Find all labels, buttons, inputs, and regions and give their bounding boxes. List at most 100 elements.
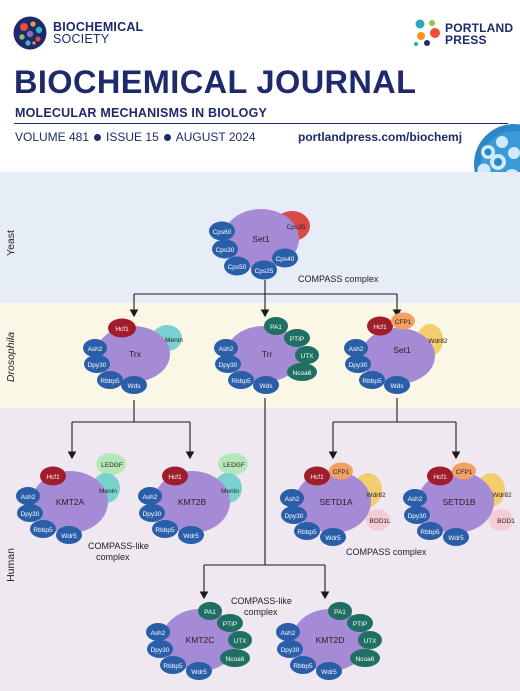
dpy30-label: Dpy30 bbox=[281, 647, 300, 654]
ledgf-label: LEDGF bbox=[101, 462, 123, 469]
trx-core bbox=[96, 326, 170, 382]
ash2-subunit bbox=[280, 489, 304, 507]
dpy30-subunit bbox=[277, 640, 303, 658]
ash2-label: Ash2 bbox=[285, 496, 300, 503]
cps40-subunit bbox=[272, 248, 298, 268]
wdr5-label: Wdr5 bbox=[61, 533, 77, 540]
ash2-subunit bbox=[403, 489, 427, 507]
drosophila-set1-complex: Set1 Hcf1 CFP1 Ash2 Wdr82 Dpy30 Rbbp5 Wd… bbox=[344, 312, 448, 394]
pa1-label: PA1 bbox=[204, 609, 216, 616]
date-label: AUGUST 2024 bbox=[175, 130, 256, 144]
header-divider bbox=[14, 123, 508, 124]
rbbp5-subunit bbox=[359, 371, 385, 389]
trr-core bbox=[226, 326, 302, 382]
kmt2d-core-label: KMT2D bbox=[316, 635, 345, 645]
rbbp5-subunit bbox=[97, 371, 123, 389]
dpy30-subunit bbox=[17, 504, 43, 522]
setd1b-core-label: SETD1B bbox=[442, 497, 475, 507]
cover-header: BIOCHEMICAL SOCIETY PORTLAND PRESS BIOCH… bbox=[0, 0, 520, 204]
set1-core-label: Set1 bbox=[393, 345, 411, 355]
wds-label: Wds bbox=[391, 383, 405, 390]
rbbp5-subunit bbox=[160, 656, 186, 674]
cps60-subunit bbox=[209, 221, 235, 241]
ash2-subunit bbox=[83, 339, 107, 357]
trx-core-label: Trx bbox=[129, 349, 142, 359]
rbbp5-label: Rbbp5 bbox=[163, 663, 183, 670]
drosophila-label: Drosophila bbox=[5, 332, 17, 382]
menin-label: Menin bbox=[221, 488, 239, 495]
ncoa6-label: Ncoa6 bbox=[356, 656, 375, 663]
ptip-label: PTIP bbox=[223, 621, 237, 628]
wdr5-subunit bbox=[320, 528, 346, 546]
press-name-line1: PORTLAND bbox=[445, 21, 514, 35]
cfp1-subunit bbox=[329, 462, 353, 480]
drosophila-trr-complex: Trr PA1 PTIP Ash2 UTX Dpy30 Rbbp5 Ncoa6 … bbox=[214, 317, 319, 394]
journal-subtitle: MOLECULAR MECHANISMS IN BIOLOGY bbox=[15, 106, 268, 120]
utx-subunit bbox=[358, 631, 382, 649]
press-logo-text: PORTLAND PRESS bbox=[445, 22, 513, 46]
yeast-compass-caption: COMPASS complex bbox=[298, 274, 379, 284]
cps25-label: Cps25 bbox=[255, 268, 274, 275]
ash2-subunit bbox=[276, 623, 300, 641]
ptip-subunit bbox=[347, 614, 373, 632]
utx-subunit bbox=[228, 631, 252, 649]
cps35-label: Cps35 bbox=[287, 224, 306, 231]
dpy30-label: Dpy30 bbox=[219, 362, 238, 369]
utx-label: UTX bbox=[234, 638, 248, 645]
ledgf-subunit bbox=[218, 453, 248, 475]
ncoa6-subunit bbox=[220, 649, 250, 667]
wds-subunit bbox=[121, 376, 147, 394]
wdr82-label: Wdr82 bbox=[428, 338, 448, 345]
ash2-label: Ash2 bbox=[151, 630, 166, 637]
bod1l-subunit bbox=[366, 509, 390, 531]
ash2-label: Ash2 bbox=[219, 346, 234, 353]
compass-like-caption-line1: COMPASS-like bbox=[88, 541, 149, 551]
bod1-label: BOD1 bbox=[497, 518, 515, 525]
issue-label: ISSUE 15 bbox=[106, 130, 159, 144]
cfp1-label: CFP1 bbox=[395, 319, 412, 326]
kmt2a-core-label: KMT2A bbox=[56, 497, 85, 507]
dpy30-label: Dpy30 bbox=[408, 513, 427, 520]
utx-label: UTX bbox=[301, 353, 315, 360]
ash2-subunit bbox=[146, 623, 170, 641]
wdr5-subunit bbox=[443, 528, 469, 546]
setd1a-core-label: SETD1A bbox=[319, 497, 352, 507]
rbbp5-subunit bbox=[152, 520, 178, 538]
ncoa6-label: Ncoa6 bbox=[293, 370, 312, 377]
hcf1-subunit bbox=[367, 316, 393, 336]
wds-label: Wds bbox=[128, 383, 142, 390]
ash2-label: Ash2 bbox=[88, 346, 103, 353]
bod1l-label: BOD1L bbox=[369, 518, 391, 525]
human-kmt2a-complex: KMT2A Hcf1 LEDGF Ash2 Menin Dpy30 Rbbp5 … bbox=[16, 453, 126, 544]
cps50-subunit bbox=[224, 256, 250, 276]
yeast-label: Yeast bbox=[5, 230, 17, 256]
dpy30-subunit bbox=[139, 504, 165, 522]
cps50-label: Cps50 bbox=[228, 264, 247, 271]
rbbp5-label: Rbbp5 bbox=[100, 378, 120, 385]
ledgf-subunit bbox=[96, 453, 126, 475]
pa1-subunit bbox=[264, 317, 288, 335]
hcf1-subunit bbox=[427, 466, 453, 486]
hcf1-label: Hcf1 bbox=[168, 474, 182, 481]
wdr5-label: Wdr5 bbox=[325, 535, 341, 542]
ash2-subunit bbox=[344, 339, 368, 357]
hcf1-label: Hcf1 bbox=[310, 474, 324, 481]
hcf1-label: Hcf1 bbox=[115, 326, 129, 333]
drosophila-trx-complex: Trx Hcf1 Ash2 Dpy30 Rbbp5 Wds Menin bbox=[83, 318, 183, 394]
ledgf-label: LEDGF bbox=[223, 462, 245, 469]
cfp1-label: CFP1 bbox=[333, 469, 350, 476]
kmt2b-core bbox=[154, 471, 230, 533]
human-setd1b-complex: SETD1B Hcf1 CFP1 Ash2 Wdr82 Dpy30 BOD1 R… bbox=[403, 462, 515, 546]
pa1-label: PA1 bbox=[270, 324, 282, 331]
compass-diagram: Yeast Drosophila Human Set1 Cps60 Cps30 … bbox=[0, 172, 520, 691]
dpy30-subunit bbox=[215, 355, 241, 373]
ash2-label: Ash2 bbox=[143, 494, 158, 501]
cps25-subunit bbox=[251, 260, 277, 280]
pa1-subunit bbox=[328, 602, 352, 620]
rbbp5-subunit bbox=[294, 522, 320, 540]
pa1-subunit bbox=[198, 602, 222, 620]
dpy30-label: Dpy30 bbox=[285, 513, 304, 520]
human-compass-caption: COMPASS complex bbox=[346, 547, 427, 557]
setd1b-core bbox=[418, 471, 494, 533]
